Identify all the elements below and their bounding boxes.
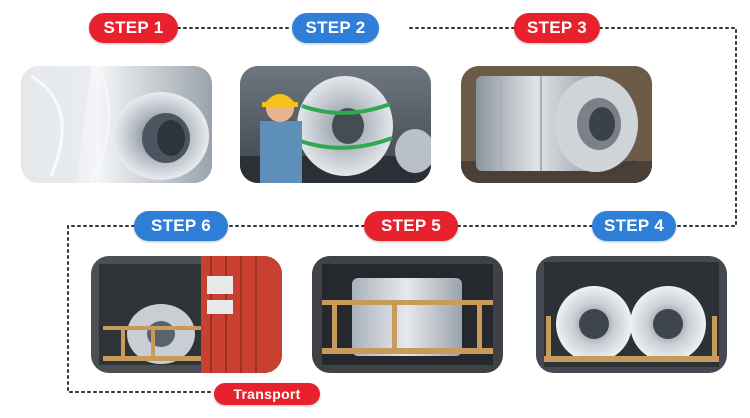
step-5-label: STEP 5 [380, 216, 442, 235]
step-1-badge: STEP 1 [89, 13, 178, 43]
step-4-photo [536, 256, 727, 373]
step-2-badge: STEP 2 [292, 13, 379, 43]
step-1-photo [21, 66, 212, 183]
step-5-badge: STEP 5 [364, 211, 458, 241]
step-3-badge: STEP 3 [514, 13, 600, 43]
transport-label: Transport [233, 386, 301, 402]
step-6-badge: STEP 6 [134, 211, 228, 241]
step-1-label: STEP 1 [103, 18, 164, 37]
step-2-photo [240, 66, 431, 183]
step-3-label: STEP 3 [526, 18, 588, 37]
step-5-photo [312, 256, 503, 373]
transport-badge: Transport [214, 383, 320, 405]
step-2-label: STEP 2 [305, 18, 366, 37]
step-4-badge: STEP 4 [592, 211, 676, 241]
step-6-photo [91, 256, 282, 373]
step-6-label: STEP 6 [150, 216, 212, 235]
step-3-photo [461, 66, 652, 183]
step-4-label: STEP 4 [603, 216, 665, 235]
